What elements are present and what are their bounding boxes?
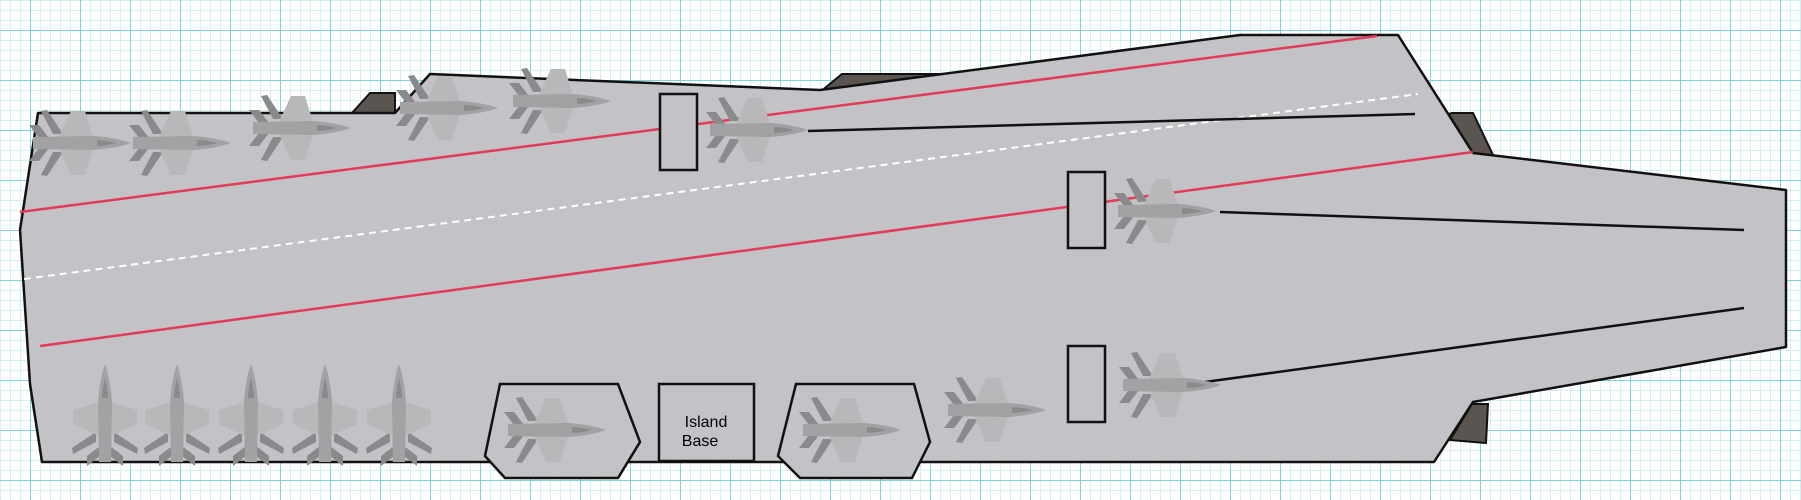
island-base-label-line1: Island	[685, 414, 728, 431]
sponson-port-fwd	[349, 92, 396, 114]
jet-blast-deflector-1	[658, 92, 699, 172]
catapult-track-1	[807, 112, 1416, 133]
catapult-track-3	[1204, 306, 1745, 384]
catapult-track-2	[1219, 210, 1745, 232]
island-base-label-line2: Base	[682, 433, 719, 450]
angled-deck-edge-line-port	[19, 34, 1378, 214]
jet-blast-deflector-3	[1066, 344, 1107, 424]
angled-deck-centerline	[23, 93, 1419, 280]
angled-deck-edge-line-stbd	[39, 150, 1474, 348]
jet-blast-deflector-2	[1066, 170, 1107, 250]
island-base	[657, 382, 756, 463]
